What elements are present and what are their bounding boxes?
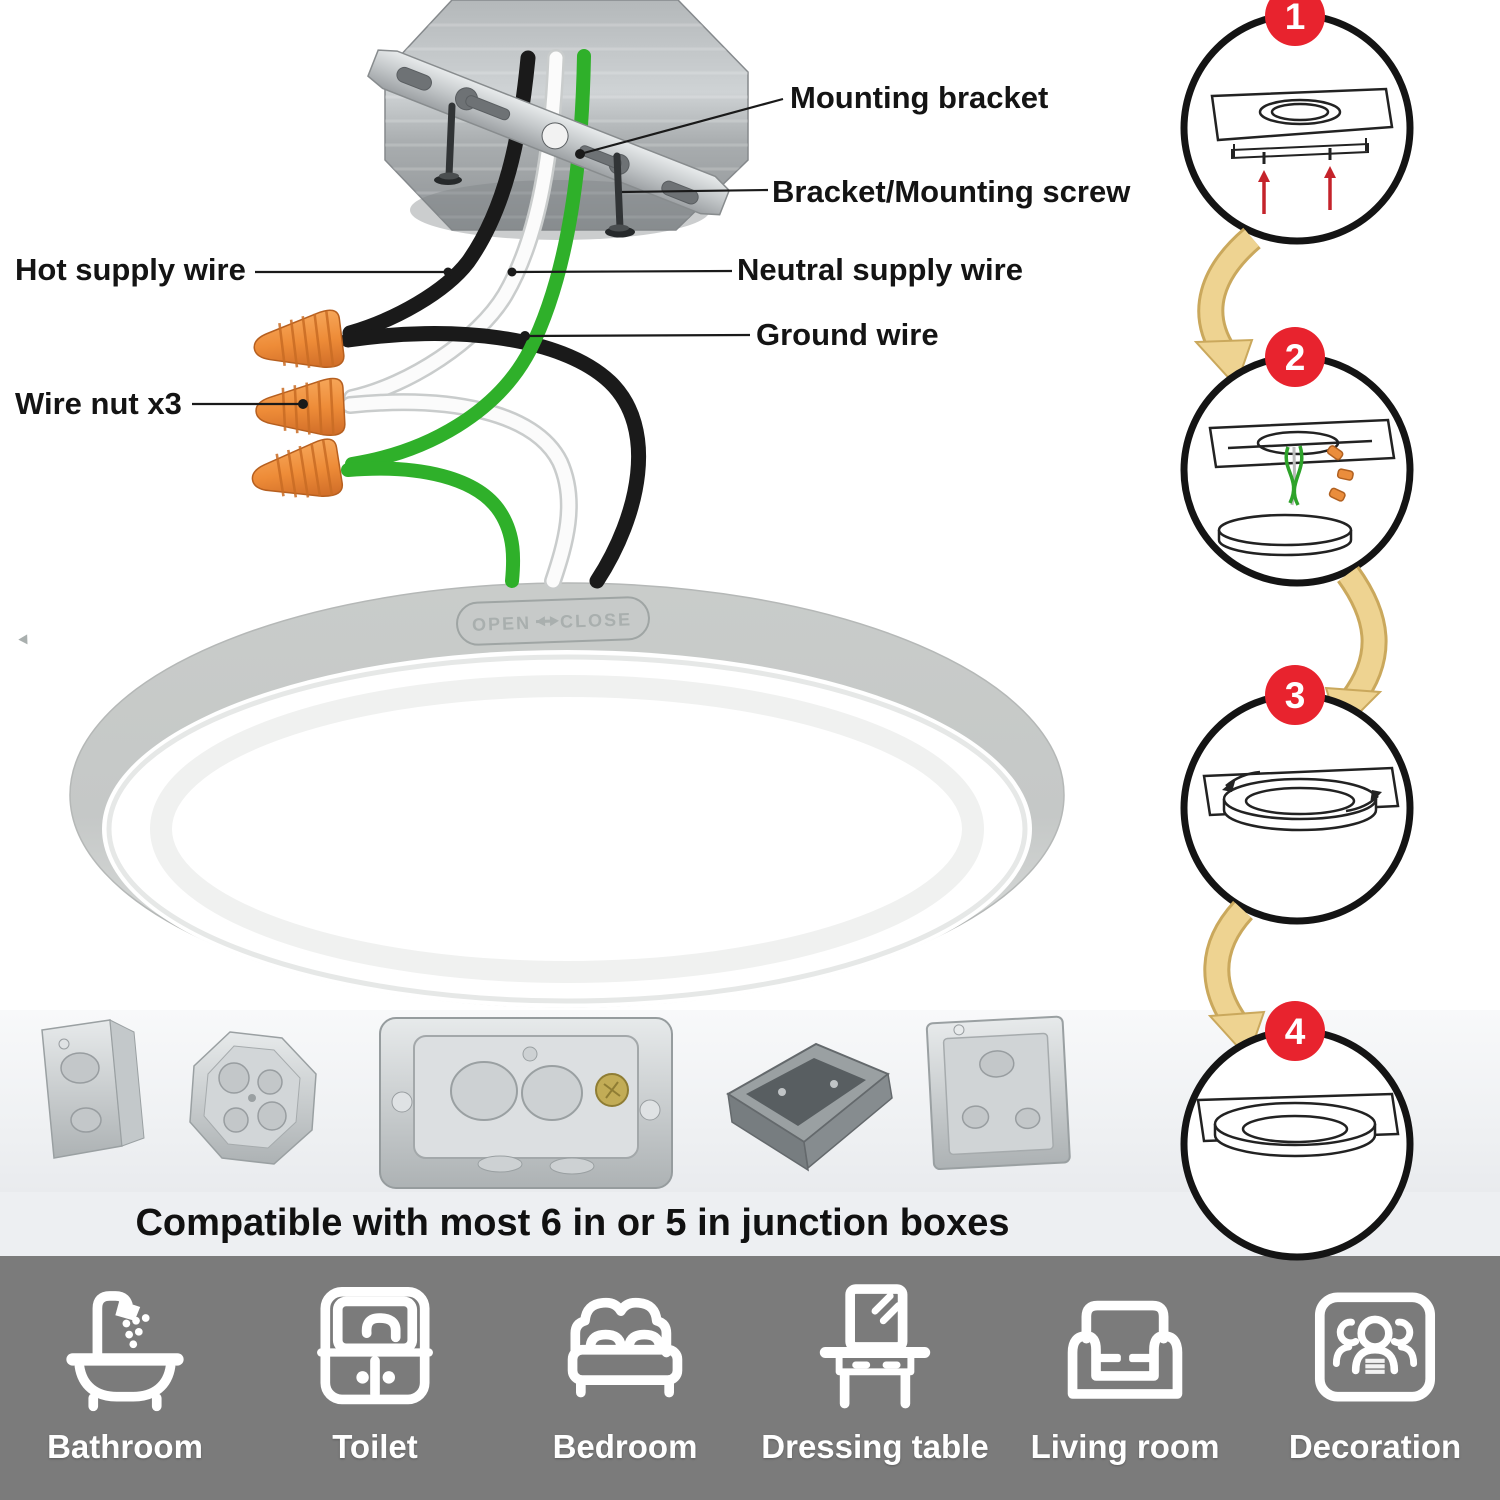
open-label: OPEN <box>472 613 532 635</box>
mounting-screws <box>434 102 635 238</box>
leader-lines <box>192 97 784 409</box>
room-label: Toilet <box>332 1428 418 1465</box>
neutral-supply-wire-label: Neutral supply wire <box>737 252 1023 287</box>
wire-nuts <box>246 307 347 509</box>
sink-cabinet-icon <box>317 1286 433 1405</box>
room-label: Dressing table <box>761 1428 989 1465</box>
wire-nut-label: Wire nut x3 <box>15 386 182 421</box>
mounting-bracket-label: Mounting bracket <box>790 80 1049 115</box>
compatibility-caption: Compatible with most 6 in or 5 in juncti… <box>135 1202 1010 1244</box>
step-arrow-1 <box>1193 227 1261 388</box>
room-label: Bedroom <box>552 1428 698 1465</box>
room-label: Living room <box>1030 1428 1220 1465</box>
step-4-number: 4 <box>1285 1011 1306 1052</box>
room-bedroom: Bedroom <box>500 1256 750 1500</box>
step-2-number: 2 <box>1285 337 1306 378</box>
step-3-circle <box>1180 691 1414 925</box>
open-close-arrow-icon <box>18 616 559 645</box>
junction-box-square <box>925 1015 1071 1171</box>
bathtub-icon <box>66 1291 184 1412</box>
sofa-icon <box>1067 1300 1183 1399</box>
room-bathroom: Bathroom <box>0 1256 250 1500</box>
close-label: CLOSE <box>560 609 633 632</box>
step-1-number: 1 <box>1285 0 1306 37</box>
people-group-icon <box>1314 1292 1436 1402</box>
room-label: Bathroom <box>47 1428 203 1465</box>
ground-wire-label: Ground wire <box>756 317 939 352</box>
ceiling-lamp: OPEN CLOSE <box>18 582 1065 1008</box>
step-2-circle <box>1180 353 1414 587</box>
junction-box-with-cover <box>379 1017 673 1189</box>
bed-icon <box>567 1297 683 1398</box>
open-close-marking: OPEN CLOSE <box>18 596 650 646</box>
junction-box-photos <box>41 1015 1071 1189</box>
step-4-circle <box>1180 1027 1414 1261</box>
room-dressing-table: Dressing table <box>750 1256 1000 1500</box>
hot-supply-wire-label: Hot supply wire <box>15 252 246 287</box>
room-toilet: Toilet <box>250 1256 500 1500</box>
step-3-number: 3 <box>1285 675 1306 716</box>
room-decoration: Decoration <box>1250 1256 1500 1500</box>
step-arrow-3 <box>1203 900 1266 1060</box>
junction-box-rectangular <box>41 1019 145 1159</box>
bracket-mounting-screw-label: Bracket/Mounting screw <box>772 174 1131 209</box>
step-badges: 1 2 3 4 <box>1265 0 1325 1061</box>
junction-box-deep <box>726 1042 893 1172</box>
room-living-room: Living room <box>1000 1256 1250 1500</box>
room-label: Decoration <box>1288 1428 1462 1465</box>
dressing-table-icon <box>819 1284 931 1409</box>
step-1-circle <box>1180 11 1414 245</box>
rooms-bar: Bathroom Toilet <box>0 1256 1500 1500</box>
install-steps: 1 2 3 4 <box>1180 0 1414 1261</box>
junction-box-octagon <box>189 1031 317 1165</box>
